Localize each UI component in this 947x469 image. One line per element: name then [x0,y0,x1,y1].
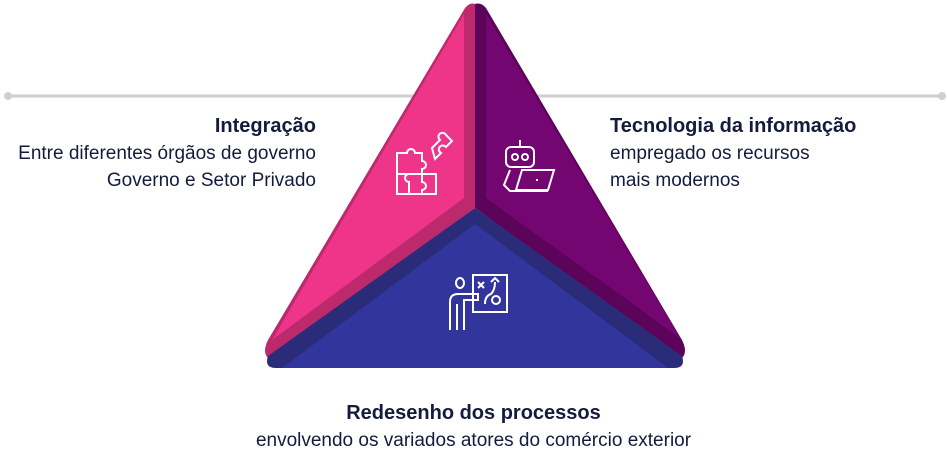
section-title: Redesenho dos processos [346,402,601,424]
segment-integracao [265,3,475,358]
section-title: Integração [214,115,316,137]
segment-redesenho [267,208,683,368]
section-tecnologia: Tecnologia da informação empregado os re… [610,113,856,194]
section-line: envolvendo os variados atores do comérci… [255,430,692,451]
segment-tecnologia [475,3,685,358]
section-line: Entre diferentes órgãos de governo [18,143,316,164]
robot-laptop-icon [502,140,556,192]
section-line: empregado os recursos [610,143,810,164]
section-title: Tecnologia da informação [610,115,857,137]
section-redesenho: Redesenho dos processos envolvendo os va… [0,400,947,454]
presenter-strategy-icon [449,274,508,330]
puzzle-icon [396,131,454,195]
section-line: Governo e Setor Privado [106,170,316,191]
section-line: mais modernos [610,170,740,191]
section-integracao: Integração Entre diferentes órgãos de go… [18,113,316,194]
